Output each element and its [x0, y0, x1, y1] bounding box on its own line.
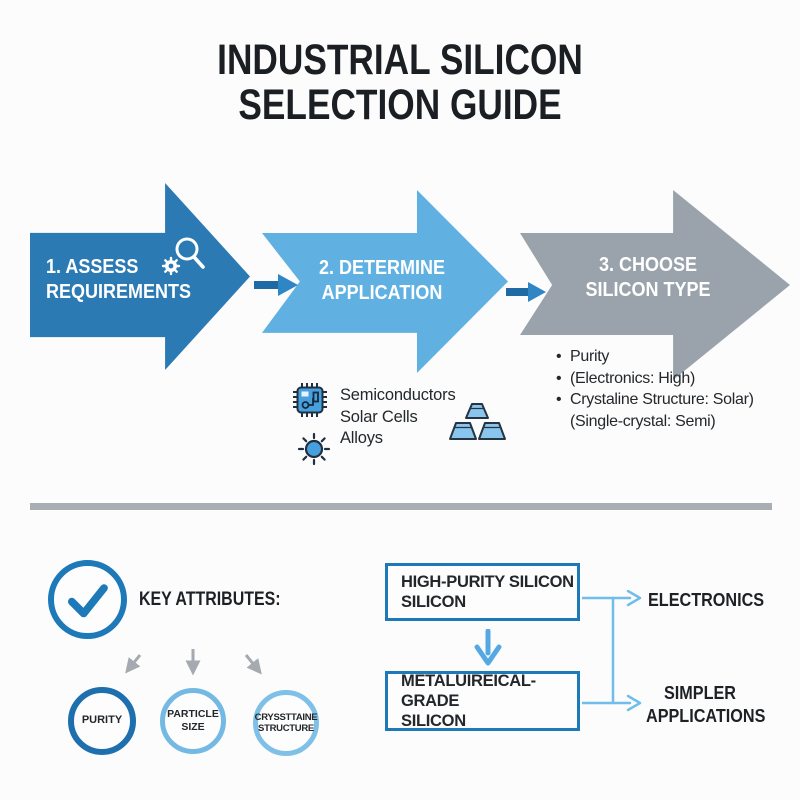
arrow-down-left-icon [125, 654, 142, 674]
attribute-pointer-arrows [125, 649, 262, 676]
key-attributes-heading: KEY ATTRIBUTES: [139, 589, 281, 610]
ingots-icon [449, 403, 506, 440]
microchip-icon [293, 383, 327, 417]
arrow-down-right-icon [244, 654, 262, 675]
flow-connector-lines [582, 590, 642, 712]
attribute-circle-purity: PURITY [68, 687, 136, 755]
magnifier-gear-icon [161, 237, 205, 276]
application-item: Alloys [340, 429, 383, 447]
step-1-label: 1. ASSESS REQUIREMENTS [46, 256, 192, 303]
step-3-label: 3. CHOOSE SILICON TYPE [585, 254, 711, 301]
criteria-list: Purity (Electronics: High) Crystaline St… [556, 346, 786, 432]
attribute-circle-crystalline-structure: CRYSSTTAINE STRUCTURE [253, 690, 319, 756]
criteria-item: Purity [556, 346, 786, 368]
application-item: Semiconductors [340, 386, 456, 404]
checkmark-circle-icon [48, 560, 127, 639]
down-arrow-icon [474, 629, 502, 666]
page-title: INDUSTRIAL SILICON SELECTION GUIDE [217, 36, 583, 130]
checkmark-icon [67, 584, 108, 618]
flow-connector-arrow-1-icon [254, 274, 298, 296]
section-divider [30, 503, 772, 510]
grade-box-high-purity: HIGH-PURITY SILICON SILICON [385, 563, 580, 621]
outcome-electronics-label: ELECTRONICS [648, 590, 765, 610]
criteria-item: Crystaline Structure: Solar) (Single-cry… [556, 389, 786, 432]
criteria-item: (Electronics: High) [556, 368, 786, 390]
flow-connector-arrow-2-icon [506, 282, 546, 302]
attribute-circle-particle-size: PARTICLE SIZE [160, 688, 226, 754]
application-list: Semiconductors Solar Cells Alloys [340, 385, 456, 450]
application-item: Solar Cells [340, 407, 418, 426]
sun-icon [297, 432, 331, 466]
grade-box-metallurgical: METALUIREICAL-GRADE SILICON [385, 671, 580, 731]
step-2-label: 2. DETERMINE APPLICATION [318, 257, 446, 304]
arrow-right-icon [626, 590, 642, 607]
arrow-right-icon [626, 694, 642, 712]
outcome-simpler-applications-label: SIMPLER APPLICATIONS [646, 683, 766, 726]
